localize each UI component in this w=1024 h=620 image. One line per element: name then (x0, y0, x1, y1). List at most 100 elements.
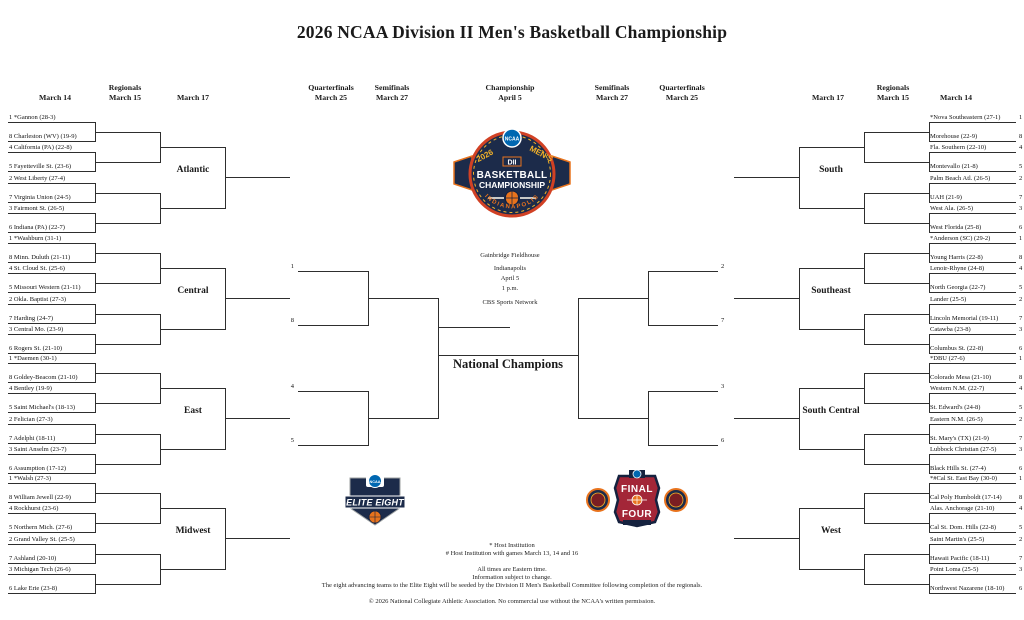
note-line: # Host Institution with games March 13, … (445, 550, 579, 557)
seed-number: 2 (1019, 295, 1023, 303)
seed-number: 5 (1019, 523, 1023, 531)
semifinal-line (578, 418, 648, 419)
team-line (8, 183, 95, 184)
team-line (8, 232, 95, 233)
team-name: 2 Felician (27-3) (9, 415, 53, 423)
bracket-line (648, 271, 649, 326)
team-line (8, 382, 95, 383)
bracket-line (864, 522, 929, 524)
bracket-line (799, 207, 864, 209)
bracket-line (799, 267, 864, 269)
bracket-line (95, 252, 160, 254)
round-date: March 15 (108, 92, 142, 102)
round-name (812, 83, 844, 93)
team-line (929, 202, 1016, 203)
region-winner-line (734, 418, 799, 419)
team-name: *Nova Southeastern (27-1) (930, 113, 1001, 121)
bracket-line (929, 152, 930, 172)
team-name: Lubbock Christian (27-5) (930, 445, 997, 453)
footnote-line: Information subject to change. (472, 574, 552, 581)
date: April 5 (500, 275, 520, 282)
team-line (8, 152, 95, 153)
team-line (929, 152, 1016, 153)
seed-number: 2 (1019, 174, 1023, 182)
team-name: Lincoln Memorial (19-11) (930, 314, 999, 322)
bracket-line (864, 192, 865, 224)
team-name: 8 Goldey-Beacom (21-10) (9, 373, 78, 381)
bracket-line (95, 343, 160, 345)
team-name: Morehouse (22-9) (930, 132, 978, 140)
team-name: Columbus St. (22-8) (930, 344, 984, 352)
seed-number: 2 (1019, 535, 1023, 543)
team-name: Cal St. Dom. Hills (22-8) (930, 523, 997, 531)
bracket-line (929, 574, 930, 594)
team-name: Young Harris (22-8) (930, 253, 983, 261)
team-name: 2 Grand Valley St. (25-5) (9, 535, 75, 543)
team-name: *Anderson (SC) (29-2) (930, 234, 991, 242)
team-line (8, 213, 95, 214)
quarterfinal-line (298, 391, 368, 392)
bracket-line (160, 146, 225, 148)
team-name: Lenoir-Rhyne (24-8) (930, 264, 985, 272)
team-name: 6 Lake Erie (23-8) (9, 584, 58, 592)
bracket-line (929, 304, 930, 324)
round-header: March 14 (39, 83, 71, 102)
team-line (929, 443, 1016, 444)
venue: Gainbridge Fieldhouse (480, 252, 540, 259)
seed-number: 5 (1019, 283, 1023, 291)
seed-number: 4 (1019, 504, 1023, 512)
dii-championship-logo: 2026 MEN'S DII BASKETBALL CHAMPIONSHIP I… (453, 128, 571, 218)
bracket-line (929, 273, 930, 293)
round-date: March 25 (665, 92, 699, 102)
team-name: West Florida (25-8) (930, 223, 982, 231)
seed-number: 4 (1019, 143, 1023, 151)
dii-box (502, 156, 522, 167)
round-date: March 14 (939, 92, 973, 102)
team-name: Palm Beach Atl. (26-5) (930, 174, 991, 182)
team-line (8, 171, 95, 172)
bracket-line (929, 243, 930, 263)
team-line (929, 353, 1016, 354)
bracket-line (929, 424, 930, 444)
team-line (929, 574, 1016, 575)
footnote-line: All times are Eastern time. (477, 566, 547, 573)
round-name: Championship (485, 83, 535, 92)
host-notes: * Host Institution# Host Institution wit… (0, 542, 1024, 558)
ncaa-wordmark: NCAA (370, 480, 381, 484)
team-line (8, 424, 95, 425)
team-name: 2 West Liberty (27-4) (9, 174, 66, 182)
seed-number: 3 (1019, 204, 1023, 212)
region-label: West (820, 526, 842, 536)
team-line (929, 323, 1016, 324)
quarterfinal-line (298, 271, 368, 272)
seed-number: 3 (1019, 445, 1023, 453)
team-line (8, 122, 95, 123)
national-champions-label: National Champions (452, 357, 564, 371)
team-line (929, 262, 1016, 263)
team-line (929, 122, 1016, 123)
team-line (8, 574, 95, 575)
elite-eight-wordmark: ELITE EIGHT (346, 498, 405, 508)
note-line: * Host Institution (489, 542, 535, 549)
team-line (8, 393, 95, 394)
team-name: 7 Harding (24-7) (9, 314, 54, 322)
bracket-line (160, 387, 225, 389)
team-line (8, 334, 95, 335)
seed-number: 3 (1019, 325, 1023, 333)
city: Indianapolis (493, 265, 527, 272)
region-winner-line (734, 298, 799, 299)
team-name: 3 Saint Anselm (23-7) (9, 445, 67, 453)
team-name: Hawaii Pacific (18-11) (930, 554, 990, 562)
team-name: Fla. Southern (22-10) (930, 143, 987, 151)
team-line (8, 243, 95, 244)
seed-number: 4 (1019, 384, 1023, 392)
seed-number: 2 (1019, 415, 1023, 423)
seed-number: 5 (1019, 403, 1023, 411)
team-name: 5 Saint Michael's (18-13) (9, 403, 75, 411)
bracket-line (95, 553, 160, 555)
quarterfinal-line (648, 391, 718, 392)
bracket-line (160, 448, 225, 450)
region-label: East (184, 406, 202, 416)
